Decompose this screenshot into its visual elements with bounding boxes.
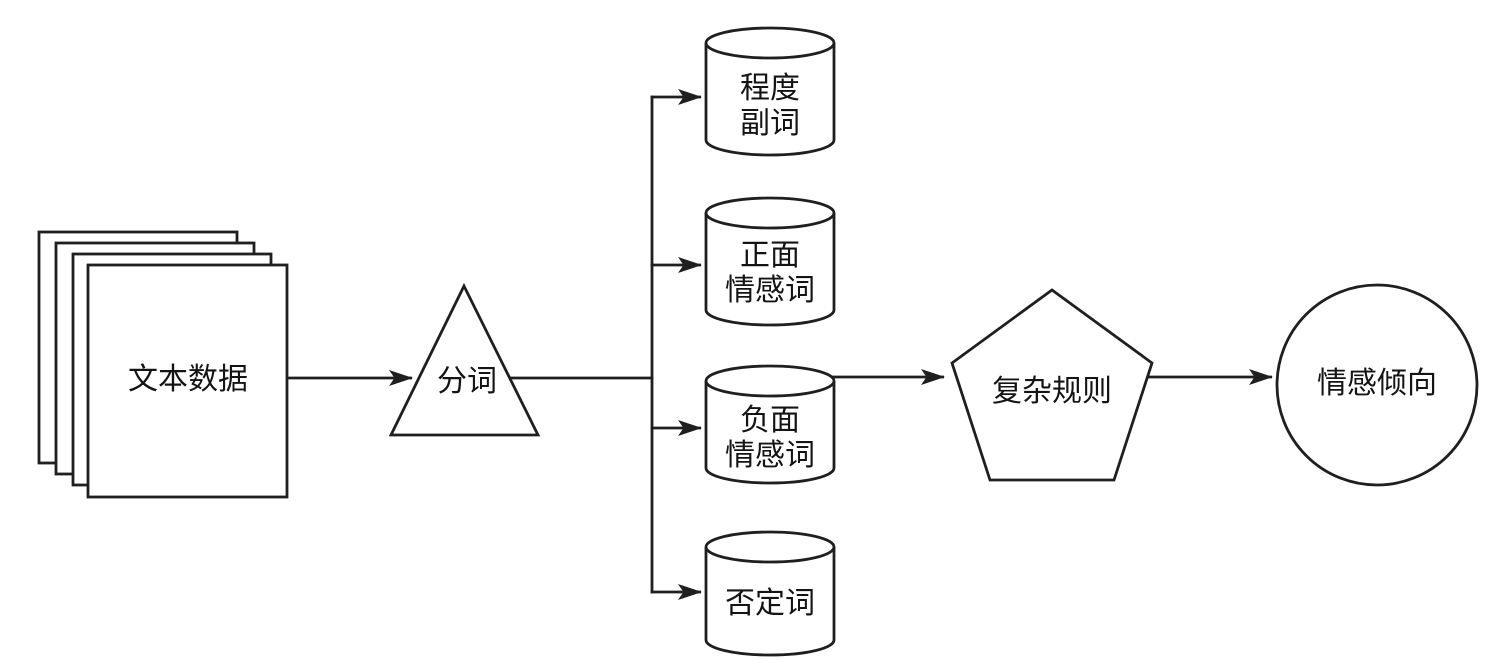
rules-label: 复杂规则 [992, 375, 1112, 408]
lexicon-cylinder-negation-words: 否定词 [704, 530, 836, 657]
output-circle [1275, 283, 1479, 487]
source-label: 文本数据 [128, 363, 248, 396]
lexicon-label-line2: 情感词 [725, 274, 815, 307]
cylinder-body [704, 213, 836, 327]
output-node: 情感倾向 [1275, 283, 1479, 487]
lexicon-label-line1: 负面 [740, 404, 800, 437]
cylinder-body [704, 547, 836, 657]
segmentation-triangle [388, 282, 541, 437]
lexicon-label-line2: 情感词 [725, 439, 815, 472]
lexicon-cylinder-positive-words: 正面 情感词 [704, 196, 836, 327]
document-page-front [86, 263, 289, 499]
cylinder-top [704, 26, 836, 60]
lexicon-label-line1: 程度 [740, 72, 800, 105]
segmentation-node: 分词 [388, 282, 541, 437]
rules-pentagon [950, 288, 1154, 482]
cylinder-top [704, 530, 836, 564]
lexicon-label-line1: 正面 [740, 239, 800, 272]
output-label: 情感倾向 [1317, 367, 1437, 400]
cylinder-top [704, 196, 836, 230]
lexicon-cylinder-degree-adverbs: 程度 副词 [704, 26, 836, 157]
lexicon-cylinder-negative-words: 负面 情感词 [704, 364, 836, 485]
lexicon-label-line2: 副词 [740, 107, 800, 140]
rules-node: 复杂规则 [950, 288, 1154, 482]
lexicon-label-line1: 否定词 [725, 587, 815, 620]
cylinder-body [704, 43, 836, 157]
cylinder-top [704, 364, 836, 398]
segmentation-label: 分词 [437, 365, 497, 398]
source-document-stack: 文本数据 [37, 230, 289, 499]
cylinder-body [704, 381, 836, 485]
